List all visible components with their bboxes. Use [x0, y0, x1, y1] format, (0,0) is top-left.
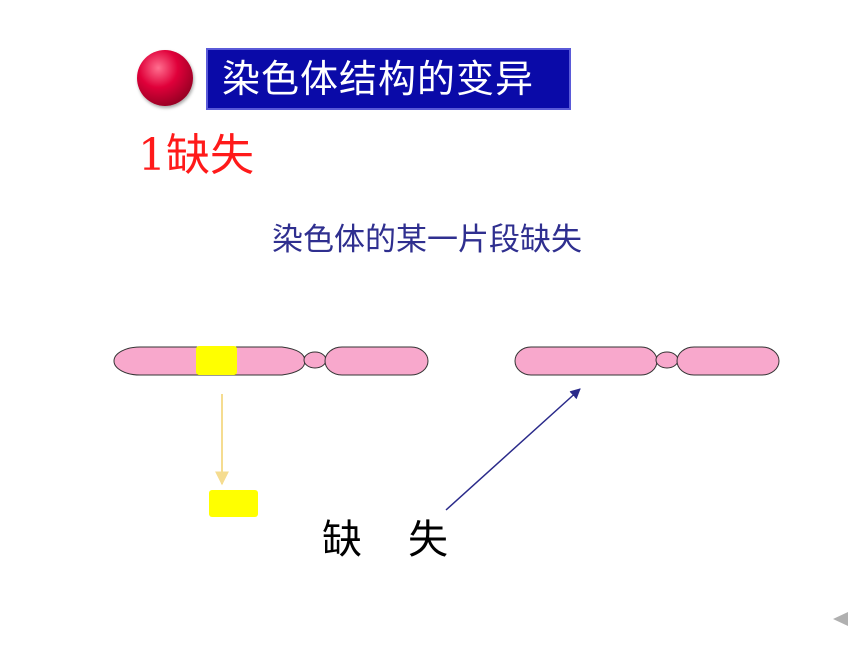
deletion-label-char-2: 失: [408, 517, 448, 563]
deletion-label: 缺失: [322, 512, 448, 568]
deleted-segment-in-place: [196, 346, 237, 375]
slide-title: 染色体结构的变异: [222, 57, 535, 101]
blue-diagonal-arrow: [445, 388, 581, 511]
red-sphere-bullet-icon: [137, 50, 193, 106]
deletion-label-char-1: 缺: [322, 517, 362, 563]
original-centromere: [303, 351, 327, 369]
resulting-centromere: [655, 351, 679, 369]
slide-title-box: 染色体结构的变异: [206, 48, 571, 110]
resulting-short-arm: [676, 346, 780, 376]
original-chromosome: [113, 346, 429, 376]
triangle-left-icon[interactable]: [833, 612, 848, 626]
description-text: 染色体的某一片段缺失: [272, 222, 582, 258]
section-heading: 1缺失: [138, 130, 254, 181]
resulting-chromosome: [514, 346, 780, 376]
deleted-fragment: [209, 490, 258, 517]
resulting-long-arm: [514, 346, 658, 376]
original-short-arm: [324, 346, 429, 376]
